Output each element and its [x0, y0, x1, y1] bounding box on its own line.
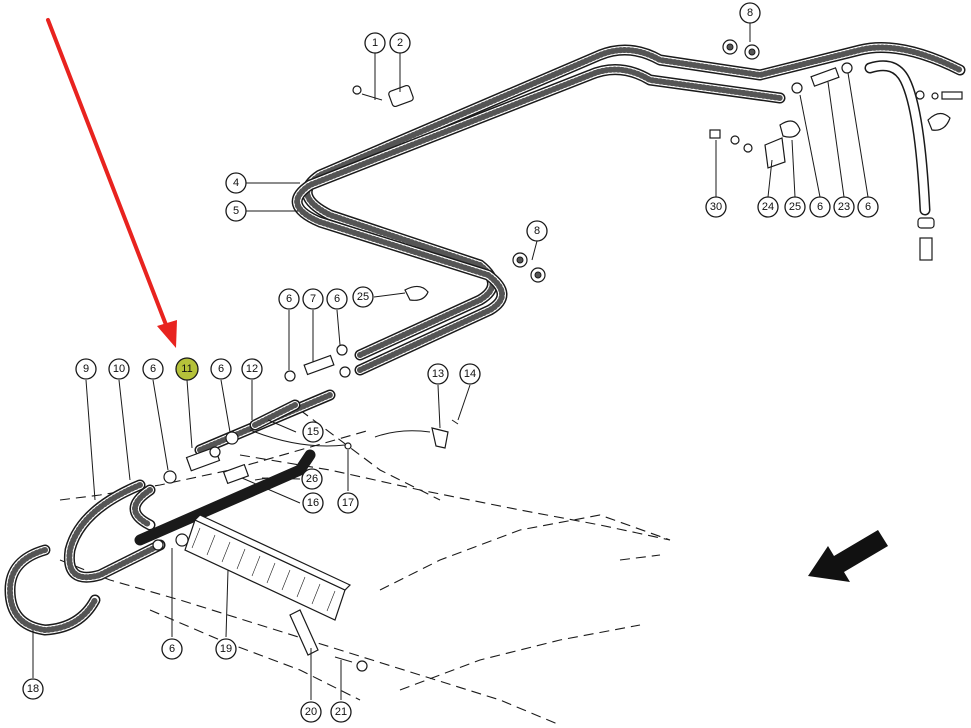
svg-text:6: 6 [817, 201, 823, 213]
callout-5[interactable]: 5 [225, 200, 247, 222]
svg-text:17: 17 [342, 497, 354, 509]
curved-hose-18 [4, 544, 101, 636]
svg-text:6: 6 [865, 201, 871, 213]
callout-6-right-b[interactable]: 6 [857, 196, 879, 218]
svg-text:24: 24 [762, 201, 774, 213]
clip-13 [431, 427, 449, 449]
callout-6-mid-a[interactable]: 6 [278, 288, 300, 310]
callout-15[interactable]: 15 [302, 421, 324, 443]
callout-10[interactable]: 10 [108, 358, 130, 380]
callout-13[interactable]: 13 [427, 363, 449, 385]
svg-text:21: 21 [335, 706, 347, 718]
callout-7[interactable]: 7 [302, 288, 324, 310]
leader-lines [32, 22, 869, 700]
svg-text:6: 6 [150, 363, 156, 375]
svg-text:8: 8 [747, 7, 753, 19]
bolt-21 [334, 656, 368, 672]
svg-text:6: 6 [334, 293, 340, 305]
callout-6-right-a[interactable]: 6 [809, 196, 831, 218]
svg-text:6: 6 [169, 643, 175, 655]
callout-8-top[interactable]: 8 [739, 2, 761, 24]
svg-text:8: 8 [534, 225, 540, 237]
svg-text:25: 25 [789, 201, 801, 213]
red-arrow-pointer-icon [46, 18, 177, 348]
callout-11-highlighted[interactable]: 11 [175, 357, 199, 381]
callout-19[interactable]: 19 [215, 638, 237, 660]
callout-2[interactable]: 2 [389, 32, 411, 54]
callout-25-right[interactable]: 25 [784, 196, 806, 218]
svg-text:6: 6 [218, 363, 224, 375]
clamps [152, 62, 853, 551]
callout-17[interactable]: 17 [337, 492, 359, 514]
svg-text:25: 25 [357, 291, 369, 303]
svg-text:16: 16 [307, 497, 319, 509]
fitting-11 [185, 446, 221, 472]
svg-text:5: 5 [233, 205, 239, 217]
return-hose-loop [63, 479, 166, 583]
callout-6-left-a[interactable]: 6 [142, 358, 164, 380]
right-vertical-hose [864, 60, 931, 216]
svg-text:11: 11 [181, 363, 192, 375]
fuel-hose-pair [134, 42, 966, 546]
svg-text:10: 10 [113, 363, 125, 375]
callout-25-mid[interactable]: 25 [352, 286, 374, 308]
svg-text:15: 15 [307, 426, 319, 438]
svg-text:19: 19 [220, 643, 232, 655]
svg-text:13: 13 [432, 368, 444, 380]
oil-cooler [184, 514, 352, 621]
washers-8 [512, 39, 760, 283]
svg-text:14: 14 [464, 368, 476, 380]
callout-20[interactable]: 20 [300, 701, 322, 723]
callout-14[interactable]: 14 [459, 363, 481, 385]
svg-text:9: 9 [83, 363, 89, 375]
pipe-23 [810, 67, 840, 87]
bolt-30 [709, 129, 753, 153]
svg-text:26: 26 [306, 473, 318, 485]
clip-25 [404, 120, 801, 301]
callout-23[interactable]: 23 [833, 196, 855, 218]
callout-6-left-b[interactable]: 6 [210, 358, 232, 380]
svg-text:4: 4 [233, 177, 239, 189]
callout-4[interactable]: 4 [225, 172, 247, 194]
svg-text:12: 12 [246, 363, 258, 375]
callout-18[interactable]: 18 [22, 678, 44, 700]
svg-text:30: 30 [710, 201, 722, 213]
callout-1[interactable]: 1 [364, 32, 386, 54]
svg-text:2: 2 [397, 37, 403, 49]
callout-8-mid[interactable]: 8 [526, 220, 548, 242]
screw-14 [451, 419, 459, 425]
vehicle-body-outline [59, 409, 671, 726]
callout-26[interactable]: 26 [301, 468, 323, 490]
short-hoses [129, 399, 301, 531]
bracket-16 [222, 463, 250, 485]
callout-24[interactable]: 24 [757, 196, 779, 218]
svg-text:1: 1 [372, 37, 378, 49]
callout-21[interactable]: 21 [330, 701, 352, 723]
svg-text:18: 18 [27, 683, 39, 695]
bolt-1 [352, 85, 383, 101]
svg-text:20: 20 [305, 706, 317, 718]
bracket-20 [289, 609, 319, 656]
svg-text:7: 7 [310, 293, 316, 305]
pipe-7 [303, 354, 335, 376]
direction-arrow-icon [808, 530, 888, 582]
callout-16[interactable]: 16 [302, 492, 324, 514]
callout-6-mid-b[interactable]: 6 [326, 288, 348, 310]
callout-6-bottom[interactable]: 6 [161, 638, 183, 660]
bracket-24 [764, 137, 786, 169]
clip-2 [388, 84, 414, 108]
cable-17 [249, 429, 431, 450]
callout-12[interactable]: 12 [241, 358, 263, 380]
callout-9[interactable]: 9 [75, 358, 97, 380]
callout-30[interactable]: 30 [705, 196, 727, 218]
svg-text:23: 23 [838, 201, 850, 213]
svg-text:6: 6 [286, 293, 292, 305]
right-fittings [915, 90, 963, 261]
